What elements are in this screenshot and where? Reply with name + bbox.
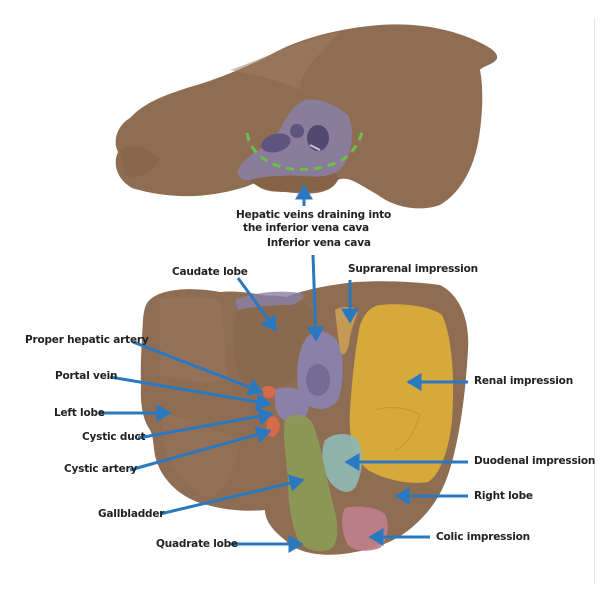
- label-inferior-vena-cava: Inferior vena cava: [267, 237, 371, 249]
- label-renal-impression: Renal impression: [474, 375, 573, 387]
- label-duodenal-impression: Duodenal impression: [474, 455, 596, 467]
- dashed-outline: [245, 131, 364, 172]
- caudate-lobe: [233, 295, 319, 388]
- ivc-arrow: [306, 254, 325, 342]
- gallbladder-arrow: [159, 474, 305, 516]
- bottom-liver-view: [140, 281, 469, 555]
- gallbladder: [284, 414, 338, 552]
- label-right-lobe: Right lobe: [474, 490, 533, 502]
- leader-lines: [100, 184, 468, 553]
- label-cystic-duct: Cystic duct: [82, 431, 146, 443]
- colic-impression: [342, 506, 388, 551]
- label-portal-vein: Portal vein: [55, 370, 118, 382]
- label-suprarenal-impression: Suprarenal impression: [348, 263, 478, 275]
- label-hepatic-veins-line2: the inferior vena cava: [243, 222, 369, 234]
- hepatic-artery-arrow: [132, 340, 264, 396]
- label-hepatic-veins: Hepatic veins draining into the inferior…: [236, 209, 391, 235]
- label-cystic-artery: Cystic artery: [64, 463, 138, 475]
- label-proper-hepatic-artery: Proper hepatic artery: [25, 334, 149, 346]
- label-hepatic-veins-line1: Hepatic veins draining into: [236, 209, 391, 221]
- frame-border: [594, 18, 595, 583]
- caudate-arrow: [236, 277, 278, 332]
- duodenal-impression: [322, 434, 362, 492]
- label-left-lobe: Left lobe: [54, 407, 105, 419]
- label-quadrate-lobe: Quadrate lobe: [156, 538, 238, 550]
- cystic-artery-arrow: [129, 425, 272, 472]
- top-liver-view: [115, 24, 498, 209]
- label-gallbladder: Gallbladder: [98, 508, 165, 520]
- renal-impression: [349, 304, 454, 483]
- label-caudate-lobe: Caudate lobe: [172, 266, 248, 278]
- label-colic-impression: Colic impression: [436, 531, 530, 543]
- portal-vein-arrow: [109, 375, 272, 411]
- cystic-duct-arrow: [137, 407, 274, 440]
